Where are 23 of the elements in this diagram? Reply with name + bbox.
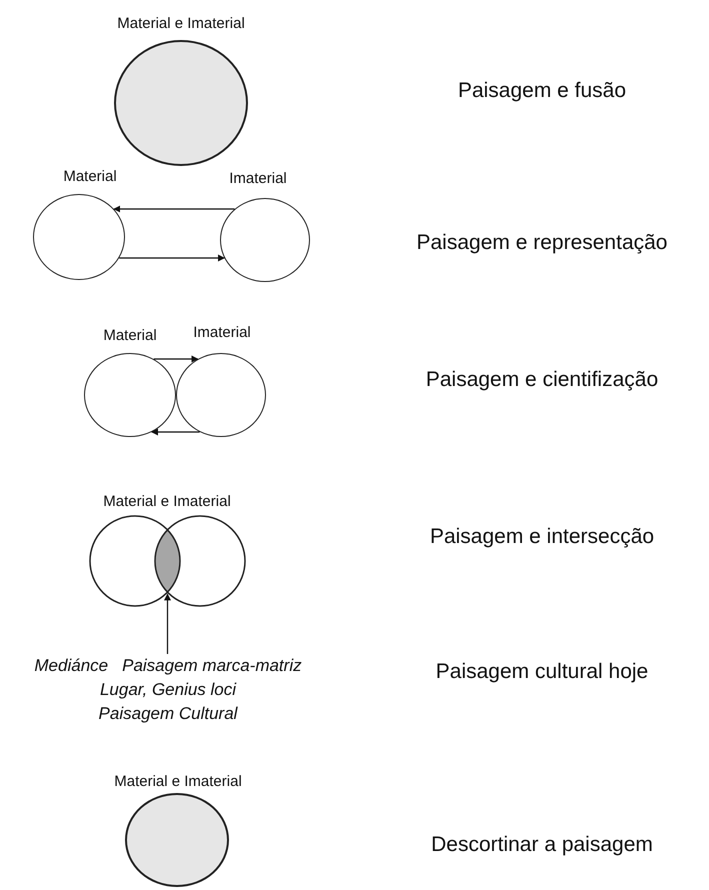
circle-label: Material e Imaterial [103, 493, 231, 511]
row-title: Paisagem e cientifização [424, 367, 660, 393]
caption-text: Lugar, Genius loci [100, 679, 236, 701]
row-title: Paisagem e intersecção [428, 524, 656, 550]
row-title: Paisagem cultural hoje [434, 659, 650, 685]
circle-label: Material e Imaterial [114, 773, 242, 791]
intersection-region [155, 530, 180, 592]
caption-text: Paisagem Cultural [98, 703, 238, 725]
arrow [119, 254, 226, 262]
circle-label: Imaterial [193, 324, 251, 342]
row-title: Paisagem e representação [416, 230, 668, 256]
row-title: Descortinar a paisagem [430, 832, 654, 858]
row-title: Paisagem e fusão [456, 78, 628, 104]
arrow [151, 428, 200, 436]
circle-label: Material [103, 327, 157, 345]
arrow [154, 356, 199, 362]
caption-text: Mediánce [34, 655, 108, 677]
circle-label: Material [63, 168, 117, 186]
circle-label: Imaterial [229, 170, 287, 188]
circle-label: Material e Imaterial [117, 15, 245, 33]
arrow [164, 593, 171, 654]
caption-text: Paisagem marca-matriz [122, 655, 302, 677]
arrow [113, 206, 235, 212]
